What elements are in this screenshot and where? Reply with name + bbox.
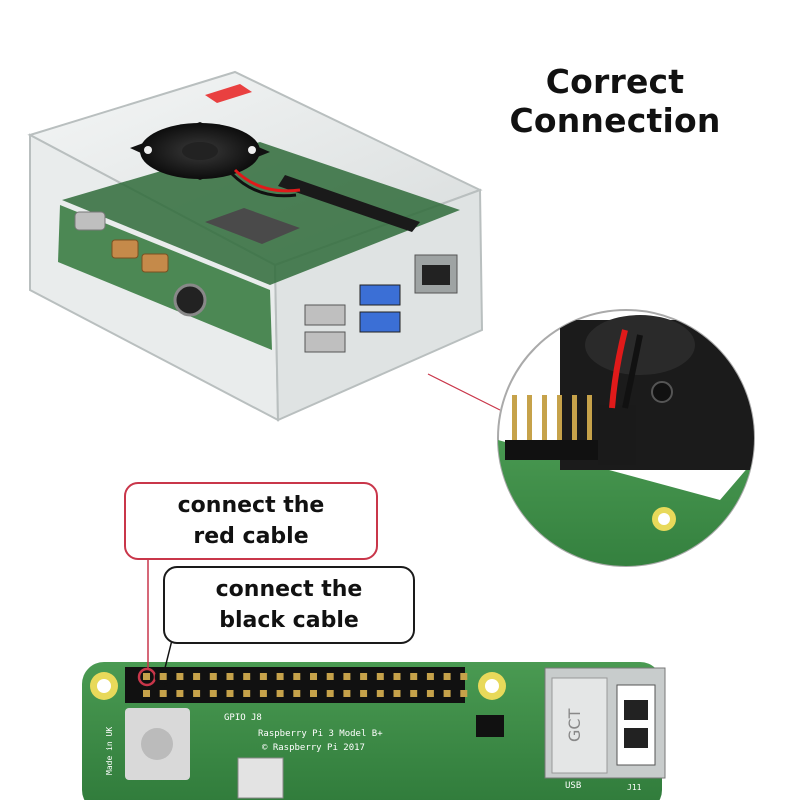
gpio-pin (326, 690, 334, 697)
usb3-port-1 (359, 284, 401, 306)
page-title: Correct Connection (509, 62, 721, 140)
gpio-pin (343, 690, 351, 697)
usb-port-1 (304, 304, 346, 326)
small-header (476, 715, 504, 737)
red-callout-line1: connect the (177, 493, 325, 518)
gpio-pin (276, 690, 284, 697)
case-sticker (205, 84, 252, 103)
gpio-pin (343, 673, 351, 680)
gpio-pin (176, 673, 184, 680)
usb-port-2 (304, 331, 346, 353)
gpio-pin (460, 673, 468, 680)
case-black-wire (230, 172, 297, 198)
black-callout-line1: connect the (215, 577, 363, 602)
j8-label: J8 (251, 713, 262, 723)
case-board (62, 142, 460, 285)
gpio-pin (243, 690, 251, 697)
red-cable-callout: connect the red cable (124, 482, 378, 560)
case-red-wire (233, 168, 301, 193)
case-board-edge (58, 205, 272, 350)
zoom-pointer-line (427, 373, 501, 411)
gpio-pin (393, 673, 401, 680)
black-callout-leader (164, 639, 173, 669)
model-label: Raspberry Pi 3 Model B+ (258, 729, 383, 739)
zoom-detail (497, 309, 755, 567)
gpio-pin (310, 673, 317, 680)
gpio-pin (443, 690, 451, 697)
gpio-pin (159, 690, 167, 697)
audio-jack (173, 283, 207, 317)
gpio-pin (259, 690, 267, 697)
gpio-pin (376, 690, 384, 697)
hdmi-port-1 (111, 239, 139, 259)
gpio-pins (143, 673, 468, 697)
gpio-pin (276, 673, 284, 680)
gpio-pin (143, 673, 150, 680)
gpio-pin (143, 690, 150, 697)
gpio-pin (193, 690, 201, 697)
black-cable-callout: connect the black cable (163, 566, 415, 644)
made-in-label: Made in UK (105, 727, 114, 775)
black-pin-marker (154, 667, 174, 687)
gpio-pin (159, 673, 167, 680)
gpio-pin (410, 673, 418, 680)
gpio-pin (293, 690, 301, 697)
fan-icon (130, 122, 270, 180)
gpio-pin (209, 673, 217, 680)
gpio-pin (376, 673, 384, 680)
raspberry-pi-board (82, 555, 666, 800)
case-cpu (205, 208, 300, 244)
gpio-pin (310, 690, 317, 697)
j11-label: J11 (627, 783, 642, 792)
chip-module (237, 757, 284, 799)
case-gpio-header (278, 175, 420, 232)
usb-c-port (74, 211, 106, 231)
gpio-pin (259, 673, 267, 680)
gpio-pin (393, 690, 401, 697)
red-callout-line2: red cable (193, 524, 309, 549)
usb-label: USB (565, 781, 581, 791)
gpio-pin (176, 690, 184, 697)
port-brand-label: GCT (565, 708, 584, 742)
acrylic-case (27, 70, 484, 422)
gpio-pin (360, 690, 368, 697)
gpio-pin (243, 673, 251, 680)
gpio-header (125, 667, 465, 703)
raspberry-logo-icon (141, 728, 173, 760)
copyright-label: © Raspberry Pi 2017 (262, 743, 365, 753)
hdmi-port-2 (141, 253, 169, 273)
gpio-pin (460, 690, 468, 697)
ethernet-jack (422, 265, 450, 285)
gpio-pin (226, 673, 234, 680)
gpio-pin (360, 673, 368, 680)
gpio-pin (226, 690, 234, 697)
gpio-pin (426, 673, 434, 680)
black-callout-line2: black cable (219, 608, 359, 633)
gpio-pin (443, 673, 451, 680)
gpio-pin (209, 690, 217, 697)
gpio-pin (410, 690, 418, 697)
gpio-pin (193, 673, 201, 680)
gpio-label: GPIO (224, 713, 246, 723)
gpio-pin (293, 673, 301, 680)
gpio-pin (326, 673, 334, 680)
usb3-port-2 (359, 311, 401, 333)
gpio-pin (426, 690, 434, 697)
